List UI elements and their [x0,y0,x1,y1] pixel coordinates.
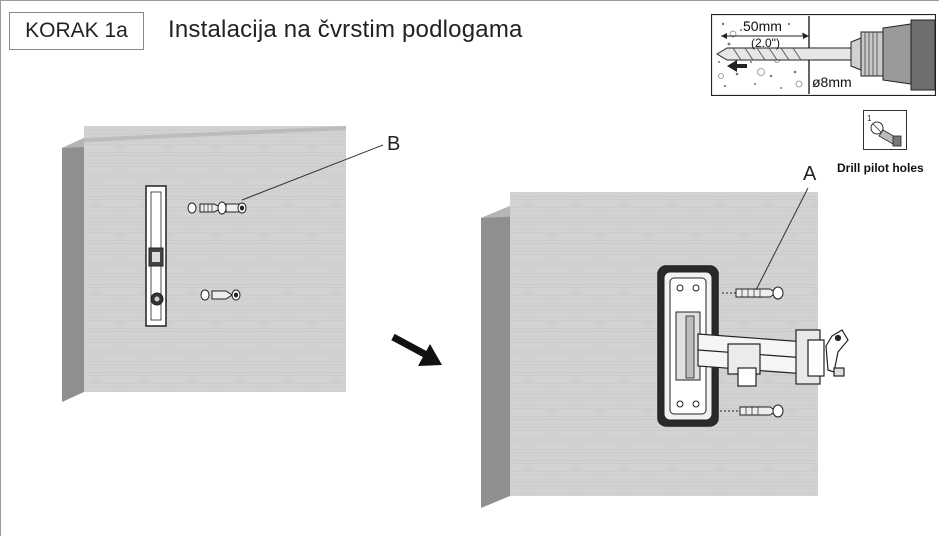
page-title: Instalacija na čvrstim podlogama [168,16,523,43]
wall-anchors-left [187,201,247,301]
pilot-step-number: 1 [867,114,872,123]
spirit-level [145,185,167,327]
step-label: KORAK 1a [9,12,144,50]
direction-arrow [391,333,442,366]
drill-pilot-icon: 1 [863,110,907,150]
left-wall [62,126,346,402]
tv-wall-plate [657,265,719,427]
drill-depth-mm: 50mm [743,18,782,34]
callout-b-leader [241,144,384,201]
callout-b: B [387,133,400,155]
drill-pilot-label: Drill pilot holes [837,161,924,175]
drill-depth-inch: (2.0") [751,36,780,50]
tv-mount-arm [697,329,849,387]
drill-depth-diagram: 50mm (2.0") ø8mm [711,14,936,96]
callout-a-leader [755,187,809,291]
mounting-screws-right [720,286,784,418]
drill-diameter: ø8mm [812,74,852,90]
callout-a: A [803,163,817,185]
